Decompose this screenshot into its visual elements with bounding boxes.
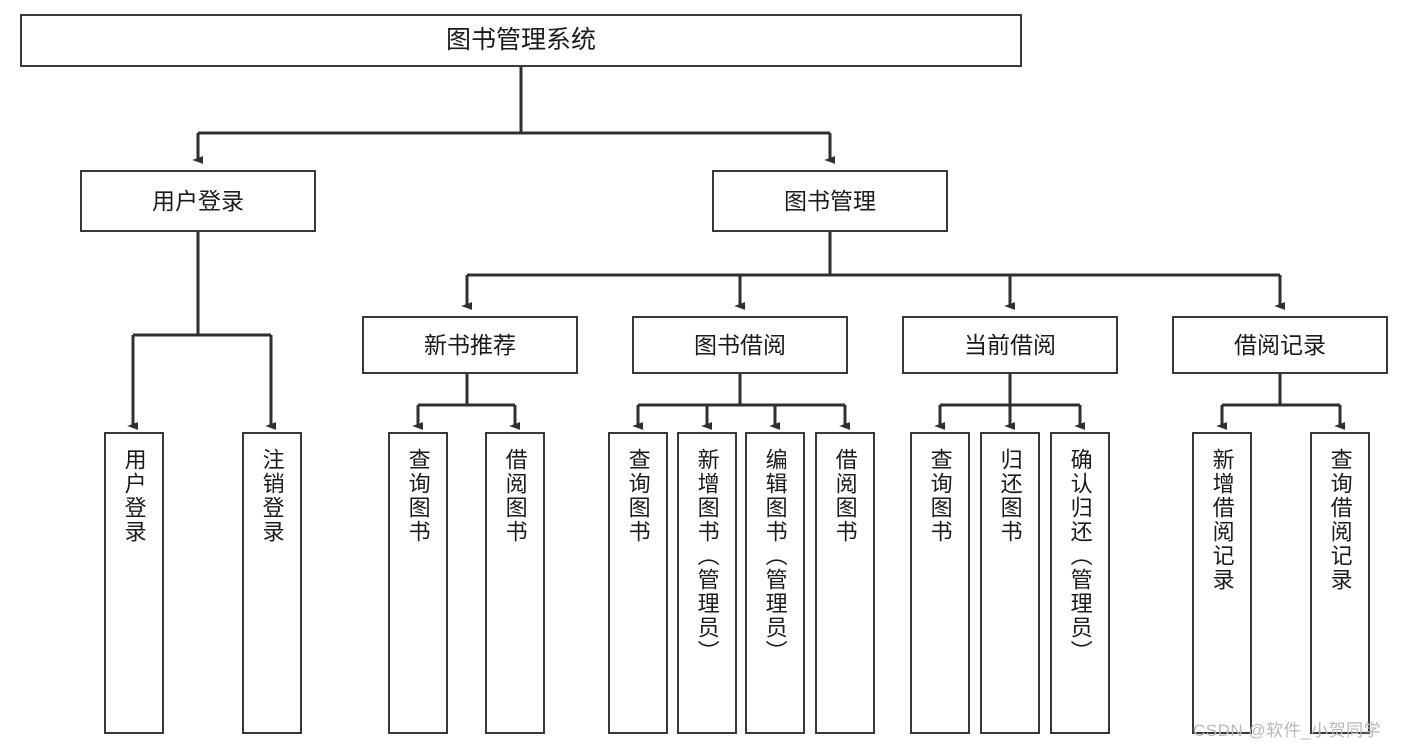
leaf-user-login-login[interactable]: 用户登录 (104, 432, 164, 734)
leaf-recommend-query-book[interactable]: 查询图书 (388, 432, 448, 734)
leaf-borrow-borrow-book[interactable]: 借阅图书 (815, 432, 875, 734)
node-root-system[interactable]: 图书管理系统 (20, 14, 1022, 67)
csdn-watermark: CSDN @软件_小贺同学 (1193, 721, 1382, 740)
node-label: 用户登录 (121, 448, 147, 544)
node-label: 归还图书 (997, 448, 1023, 544)
leaf-current-confirm-return-admin[interactable]: 确认归还（管理员） (1050, 432, 1110, 734)
node-label: 新书推荐 (424, 331, 516, 358)
node-label: 编辑图书（管理员） (762, 448, 788, 664)
node-borrow-record[interactable]: 借阅记录 (1172, 316, 1388, 374)
node-label: 新增图书（管理员） (694, 448, 720, 664)
node-label: 查询图书 (927, 448, 953, 544)
leaf-recommend-borrow-book[interactable]: 借阅图书 (485, 432, 545, 734)
node-current-borrow[interactable]: 当前借阅 (902, 316, 1118, 374)
node-label: 确认归还（管理员） (1067, 448, 1093, 664)
node-label: 借阅记录 (1234, 331, 1326, 358)
leaf-current-return-book[interactable]: 归还图书 (980, 432, 1040, 734)
node-label: 查询图书 (405, 448, 431, 544)
leaf-record-query-record[interactable]: 查询借阅记录 (1310, 432, 1370, 734)
node-new-book-recommend[interactable]: 新书推荐 (362, 316, 578, 374)
node-label: 注销登录 (259, 448, 285, 544)
leaf-borrow-query-book[interactable]: 查询图书 (608, 432, 668, 734)
node-label: 借阅图书 (502, 448, 528, 544)
leaf-user-login-logout[interactable]: 注销登录 (242, 432, 302, 734)
node-label: 图书管理 (784, 187, 876, 214)
node-label: 借阅图书 (832, 448, 858, 544)
node-book-borrow[interactable]: 图书借阅 (632, 316, 848, 374)
leaf-record-add-record[interactable]: 新增借阅记录 (1192, 432, 1252, 734)
node-label: 图书借阅 (694, 331, 786, 358)
node-label: 查询图书 (625, 448, 651, 544)
leaf-borrow-add-book-admin[interactable]: 新增图书（管理员） (677, 432, 737, 734)
node-label: 当前借阅 (964, 331, 1056, 358)
node-label: 图书管理系统 (445, 26, 596, 55)
node-book-management[interactable]: 图书管理 (712, 170, 948, 232)
leaf-current-query-book[interactable]: 查询图书 (910, 432, 970, 734)
node-label: 用户登录 (152, 187, 244, 214)
node-label: 新增借阅记录 (1209, 448, 1235, 592)
node-label: 查询借阅记录 (1327, 448, 1353, 592)
leaf-borrow-edit-book-admin[interactable]: 编辑图书（管理员） (745, 432, 805, 734)
node-user-login[interactable]: 用户登录 (80, 170, 316, 232)
